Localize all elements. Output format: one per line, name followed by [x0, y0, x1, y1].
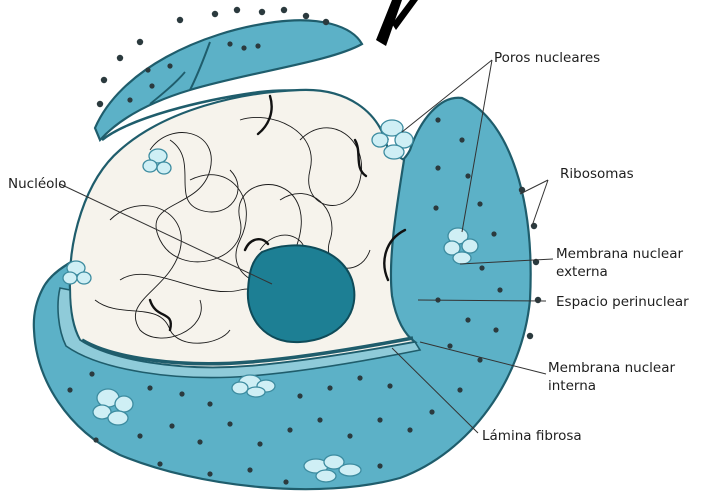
label-membrana-externa-line1: Membrana nuclear: [556, 246, 683, 262]
label-nucleolo: Nucléolo: [8, 176, 66, 192]
pen-scribble: [376, 0, 418, 46]
label-poros-nucleares: Poros nucleares: [494, 50, 600, 66]
label-espacio-perinuclear: Espacio perinuclear: [556, 294, 689, 310]
label-lamina-fibrosa: Lámina fibrosa: [482, 428, 582, 444]
label-ribosomas: Ribosomas: [560, 166, 634, 182]
nucleolus: [248, 245, 355, 342]
nucleoplasm: [70, 90, 415, 368]
label-membrana-externa-line2: externa: [556, 264, 608, 280]
label-membrana-interna-line1: Membrana nuclear: [548, 360, 675, 376]
label-membrana-interna-line2: interna: [548, 378, 596, 394]
